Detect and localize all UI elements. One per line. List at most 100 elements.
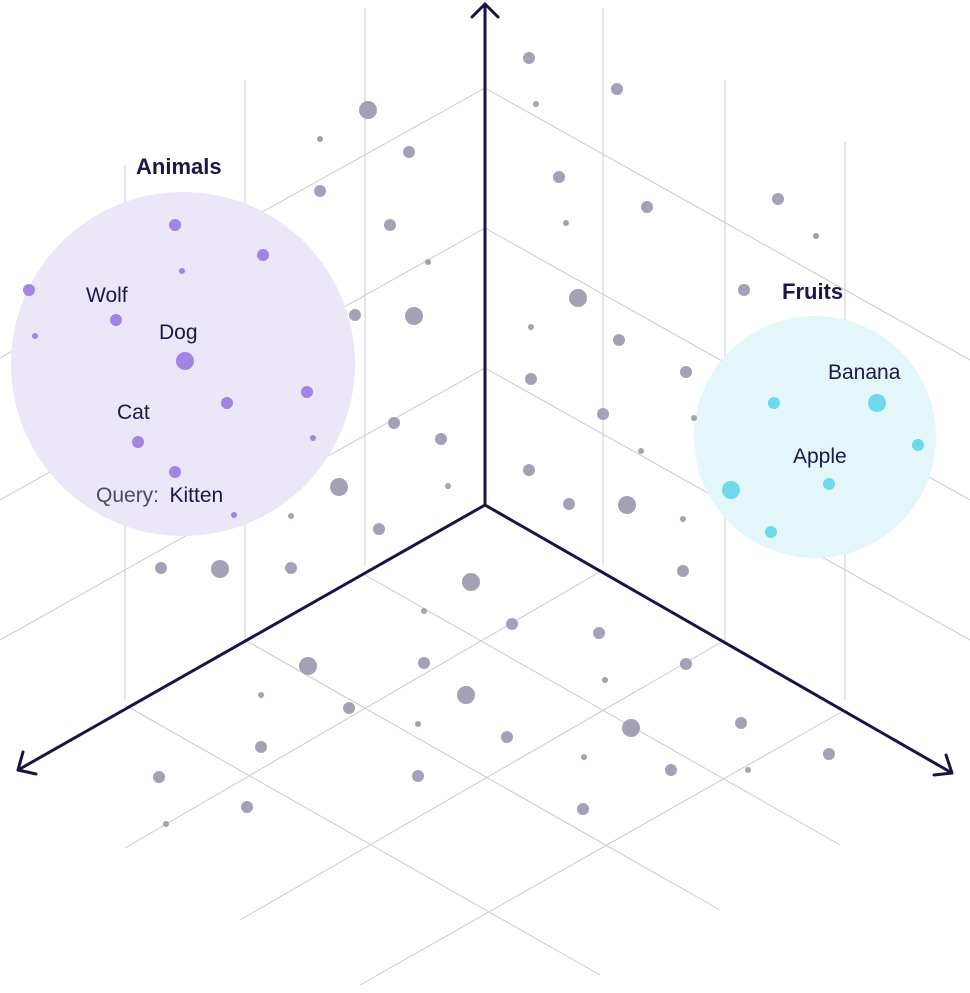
animal-point-0 — [169, 219, 181, 231]
point-26 — [638, 448, 644, 454]
data-points — [23, 52, 924, 827]
point-41 — [506, 618, 518, 630]
point-28 — [330, 478, 348, 496]
point-52 — [622, 719, 640, 737]
point-32 — [680, 516, 686, 522]
query-term: Kitten — [169, 484, 223, 507]
point-36 — [211, 560, 229, 578]
grid-floor-b-2 — [124, 569, 604, 849]
fruits-cluster-title: Fruits — [782, 279, 843, 304]
grid-floor-a-2 — [364, 574, 841, 846]
grid-floor-b-1 — [359, 709, 846, 986]
animal-point-10 — [132, 436, 144, 448]
point-19 — [613, 334, 625, 346]
animal-point-11 — [169, 466, 181, 478]
point-14 — [569, 289, 587, 307]
point-43 — [299, 657, 317, 675]
label-wolf: Wolf — [86, 284, 128, 307]
right-axis — [483, 503, 954, 775]
point-42 — [593, 627, 605, 639]
left-axis-arrow-icon — [16, 750, 38, 776]
fruit-point-0 — [768, 397, 780, 409]
label-dog: Dog — [159, 321, 198, 344]
point-29 — [445, 483, 451, 489]
animal-point-3 — [23, 284, 35, 296]
point-13 — [425, 259, 431, 265]
point-45 — [680, 658, 692, 670]
fruit-point-5 — [765, 526, 777, 538]
point-55 — [581, 754, 587, 760]
point-61 — [241, 801, 253, 813]
point-31 — [618, 496, 636, 514]
point-1 — [611, 83, 623, 95]
point-11 — [813, 233, 819, 239]
animals-cluster-title: Animals — [136, 154, 222, 179]
vertical-axis-arrow-icon — [470, 2, 500, 19]
point-59 — [153, 771, 165, 783]
animal-point-8 — [221, 397, 233, 409]
point-57 — [823, 748, 835, 760]
point-12 — [384, 219, 396, 231]
point-49 — [343, 702, 355, 714]
point-8 — [641, 201, 653, 213]
right-axis-arrow-icon — [932, 753, 954, 777]
animal-point-5 — [32, 333, 38, 339]
point-18 — [528, 324, 534, 330]
point-30 — [563, 498, 575, 510]
query-prefix: Query: — [96, 484, 159, 507]
point-6 — [314, 185, 326, 197]
point-0 — [523, 52, 535, 64]
left-axis — [16, 503, 487, 772]
animal-point-9 — [310, 435, 316, 441]
query-label: Query: Kitten — [96, 484, 223, 507]
point-4 — [317, 136, 323, 142]
animal-point-2 — [179, 268, 185, 274]
point-23 — [691, 415, 697, 421]
grid-floor-a-0 — [244, 639, 721, 911]
point-16 — [349, 309, 361, 321]
point-38 — [677, 565, 689, 577]
point-24 — [388, 417, 400, 429]
point-25 — [435, 433, 447, 445]
fruits-cluster-region — [694, 316, 936, 558]
label-cat: Cat — [117, 401, 150, 424]
fruit-point-2 — [912, 439, 924, 451]
point-47 — [258, 692, 264, 698]
animal-point-12 — [231, 512, 237, 518]
point-35 — [155, 562, 167, 574]
label-banana: Banana — [828, 361, 901, 384]
point-46 — [602, 677, 608, 683]
point-50 — [415, 721, 421, 727]
axes — [16, 2, 954, 777]
point-7 — [553, 171, 565, 183]
animal-point-1 — [257, 249, 269, 261]
point-33 — [288, 513, 294, 519]
point-10 — [772, 193, 784, 205]
point-54 — [255, 741, 267, 753]
point-53 — [735, 717, 747, 729]
point-34 — [373, 523, 385, 535]
label-apple: Apple — [793, 445, 847, 468]
fruit-point-3 — [722, 481, 740, 499]
point-2 — [533, 101, 539, 107]
point-62 — [577, 803, 589, 815]
grid-right-wall-0 — [484, 87, 970, 361]
point-48 — [457, 686, 475, 704]
grid-floor-b-0 — [239, 639, 726, 921]
animal-point-6 — [176, 352, 194, 370]
point-17 — [405, 307, 423, 325]
point-20 — [680, 366, 692, 378]
grid-floor-a-1 — [124, 704, 601, 976]
point-22 — [597, 408, 609, 420]
fruit-point-4 — [823, 478, 835, 490]
animal-point-4 — [110, 314, 122, 326]
point-27 — [523, 464, 535, 476]
point-21 — [525, 373, 537, 385]
point-37 — [285, 562, 297, 574]
point-58 — [745, 767, 751, 773]
grid-lines — [0, 8, 970, 986]
point-5 — [403, 146, 415, 158]
point-40 — [421, 608, 427, 614]
